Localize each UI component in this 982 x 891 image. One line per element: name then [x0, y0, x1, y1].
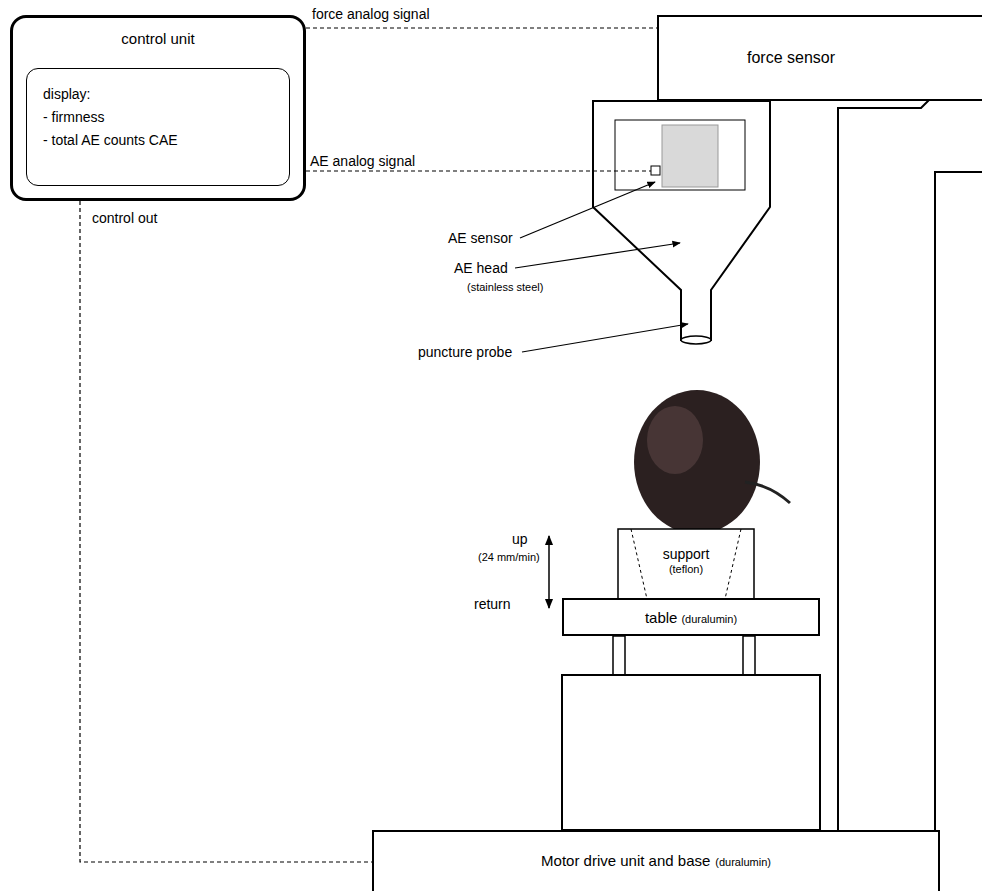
- material-note: (duralumin): [715, 856, 771, 868]
- probe-tip: [681, 336, 711, 344]
- motor-base-box: Motor drive unit and base (duralumin): [372, 830, 940, 891]
- apple: [634, 390, 760, 534]
- support-cavity: [631, 529, 741, 599]
- ae-signal-wire: [306, 170, 651, 171]
- signal-wire: [306, 27, 657, 28]
- material-note: (duralumin): [681, 613, 737, 625]
- motion-arrow: [548, 536, 550, 608]
- table-leg: [613, 636, 625, 675]
- support-border: [618, 529, 754, 599]
- unit-title: control unit: [13, 30, 303, 47]
- speed-note: (24 mm/min): [478, 551, 540, 564]
- signal-name: control out: [90, 210, 159, 226]
- component-name: Motor drive unit and base: [541, 852, 710, 869]
- force-sensor-box: force sensor: [657, 15, 982, 101]
- component-name: table: [645, 609, 678, 626]
- apple-stem: [745, 482, 790, 503]
- part-name: AE head: [454, 260, 508, 276]
- leader-line: [515, 243, 680, 268]
- leader-line: [520, 182, 655, 238]
- ae-sensor-element: [662, 125, 718, 187]
- material-note: (stainless steel): [467, 281, 543, 294]
- control-unit-box: control unit display:- firmness- total AE…: [10, 15, 306, 201]
- component-name: force sensor: [747, 49, 835, 67]
- direction-label: return: [474, 596, 511, 612]
- sensor-connector: [651, 166, 660, 175]
- material-note: (teflon): [669, 563, 703, 576]
- direction-label: up: [512, 531, 528, 547]
- leader-line: [522, 324, 688, 352]
- display-panel: display:- firmness- total AE counts CAE: [26, 68, 290, 186]
- frame-column: [838, 100, 982, 830]
- display-item: - total AE counts CAE: [43, 129, 273, 152]
- display-heading: display:: [43, 83, 273, 106]
- sensor-housing: [615, 120, 745, 190]
- support-block: support(teflon): [617, 528, 755, 600]
- table-plate: table(duralumin): [562, 598, 820, 636]
- drive-column: [562, 675, 820, 830]
- part-name: puncture probe: [418, 344, 512, 360]
- table-leg: [743, 636, 755, 675]
- apple-highlight: [647, 406, 703, 474]
- ae-head-body: [593, 101, 770, 340]
- display-item: - firmness: [43, 106, 273, 129]
- signal-wire: [80, 201, 372, 862]
- signal-name: force analog signal: [310, 6, 432, 22]
- part-name: AE sensor: [448, 230, 513, 246]
- signal-name: AE analog signal: [310, 153, 415, 169]
- component-name: support: [663, 546, 710, 563]
